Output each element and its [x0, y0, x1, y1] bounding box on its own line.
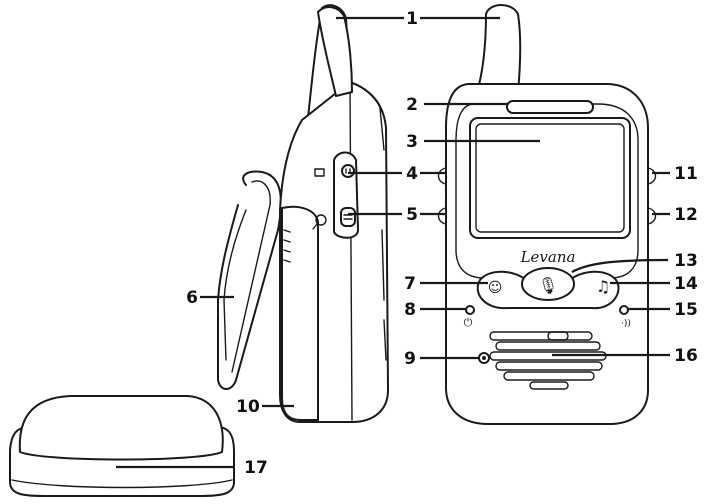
callout-12: 12	[674, 205, 698, 225]
callouts: 1 2 3 4 5 6 7 8 9 10 11 12	[116, 9, 698, 478]
front-right-bumps	[647, 167, 657, 225]
callout-7: 7	[404, 274, 416, 294]
power-icon: ⏻	[464, 316, 473, 329]
microphone-hole-dot	[482, 356, 486, 360]
belt-clip-inner-2	[223, 209, 247, 361]
callout-14: 14	[674, 274, 698, 294]
zoom-icon	[315, 214, 327, 226]
callout-15: 15	[674, 300, 698, 320]
lcd-screen-inner	[475, 123, 625, 233]
lcd-screen	[469, 117, 631, 239]
callout-2: 2	[406, 95, 418, 115]
screen-toggle-icon	[314, 168, 325, 177]
callout-17: 17	[244, 458, 268, 478]
callout-16: 16	[674, 346, 698, 366]
power-led	[465, 305, 475, 315]
base-rim	[11, 479, 233, 489]
talk-button[interactable]	[521, 267, 575, 301]
vox-icon: ·))	[621, 319, 631, 329]
callout-3: 3	[406, 132, 418, 152]
callout-5: 5	[406, 205, 418, 225]
side-battery-cover	[281, 205, 319, 421]
zoom-handle-icon	[312, 223, 318, 230]
callout-8: 8	[404, 300, 416, 320]
side-menu-button[interactable]	[340, 207, 356, 227]
belt-clip-inner	[231, 180, 271, 373]
antenna-left	[317, 6, 353, 97]
side-grip-lines	[283, 229, 291, 263]
front-left-bumps	[437, 167, 447, 225]
vox-led	[619, 305, 629, 315]
microphone-icon: 🎙	[538, 276, 558, 295]
side-view	[217, 4, 389, 423]
side-mic-button[interactable]	[341, 164, 355, 178]
lullaby-icon[interactable]: ♫	[596, 277, 610, 296]
callout-11: 11	[674, 164, 698, 184]
brand-logo: Levana	[520, 248, 576, 266]
camera-switch-icon[interactable]: ☺	[488, 280, 503, 296]
sound-light-bar	[506, 100, 594, 114]
base-top	[18, 395, 224, 461]
callout-13: 13	[674, 251, 698, 271]
charging-base	[9, 395, 235, 497]
side-front-edge	[349, 83, 353, 421]
antenna-front-right	[475, 4, 522, 97]
belt-clip	[217, 170, 282, 390]
callout-1: 1	[406, 9, 418, 29]
callout-6: 6	[186, 288, 198, 308]
callout-4: 4	[406, 164, 418, 184]
speaker-grill	[489, 331, 607, 390]
callout-10: 10	[236, 397, 260, 417]
front-view: Levana 🎙 ☺ ♫ ⏻ ·))	[317, 4, 657, 425]
callout-9: 9	[404, 349, 416, 369]
side-ridge	[379, 107, 387, 361]
